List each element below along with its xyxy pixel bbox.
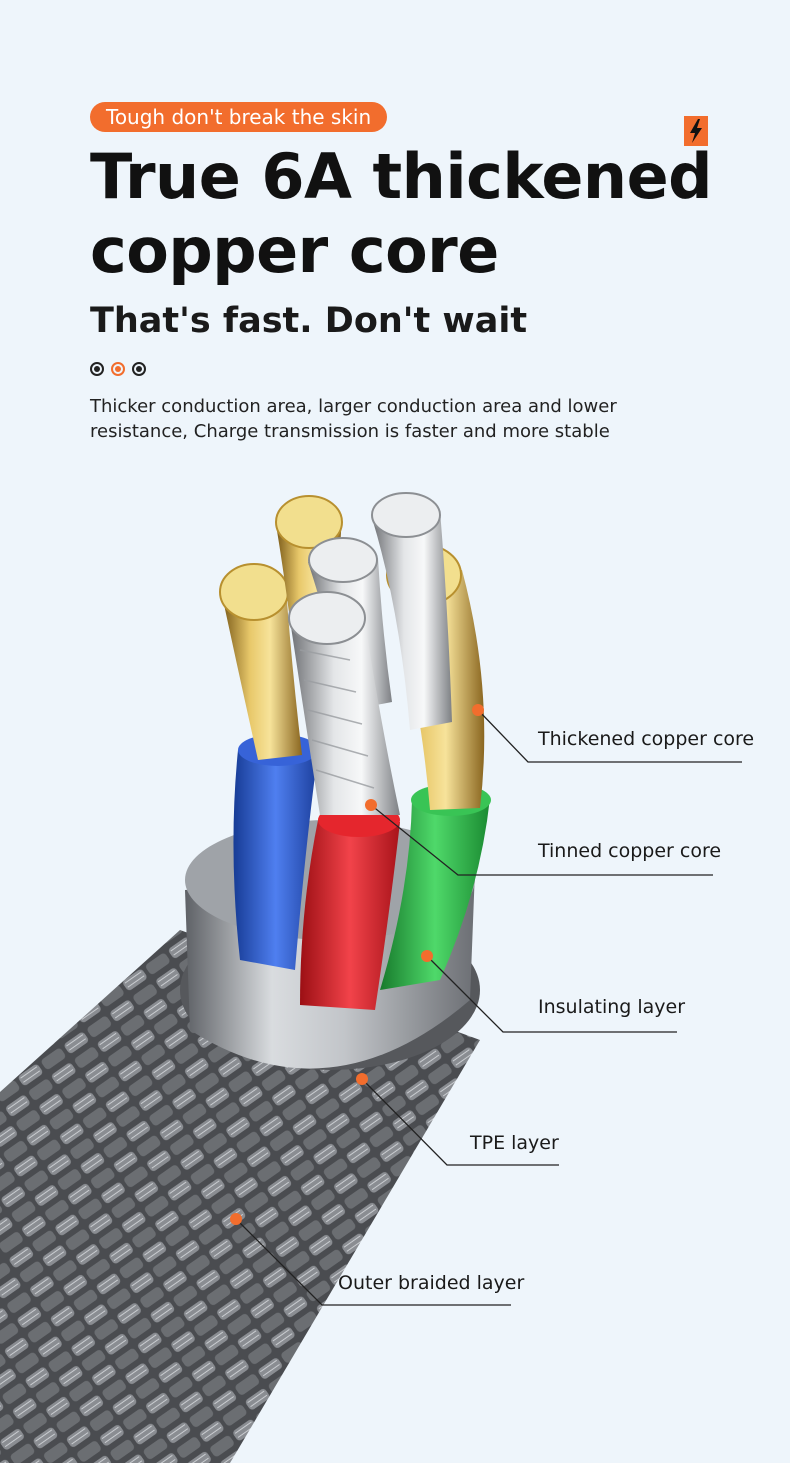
description: Thicker conduction area, larger conducti…: [90, 394, 650, 444]
page-subtitle: That's fast. Don't wait: [90, 301, 528, 341]
dot-3: [132, 362, 146, 376]
callout-tpe-layer: TPE layer: [470, 1132, 559, 1154]
title-line-2: copper core: [90, 214, 499, 287]
tag-pill: Tough don't break the skin: [90, 102, 388, 132]
dot-2-active: [111, 362, 125, 376]
page-title: True 6A thickened copper core: [90, 140, 713, 288]
callout-insulating-layer: Insulating layer: [538, 996, 686, 1018]
description-line-2: resistance, Charge transmission is faste…: [90, 421, 610, 442]
dot-1: [90, 362, 104, 376]
callout-tinned-copper-core: Tinned copper core: [538, 840, 722, 862]
description-line-1: Thicker conduction area, larger conducti…: [90, 396, 617, 417]
callout-thickened-copper-core: Thickened copper core: [538, 728, 755, 750]
callout-outer-braided-layer: Outer braided layer: [338, 1272, 525, 1294]
lightning-bolt-icon: [684, 116, 708, 146]
cable-cross-section-illustration: [0, 492, 742, 1463]
title-line-1: True 6A thickened: [90, 140, 713, 213]
